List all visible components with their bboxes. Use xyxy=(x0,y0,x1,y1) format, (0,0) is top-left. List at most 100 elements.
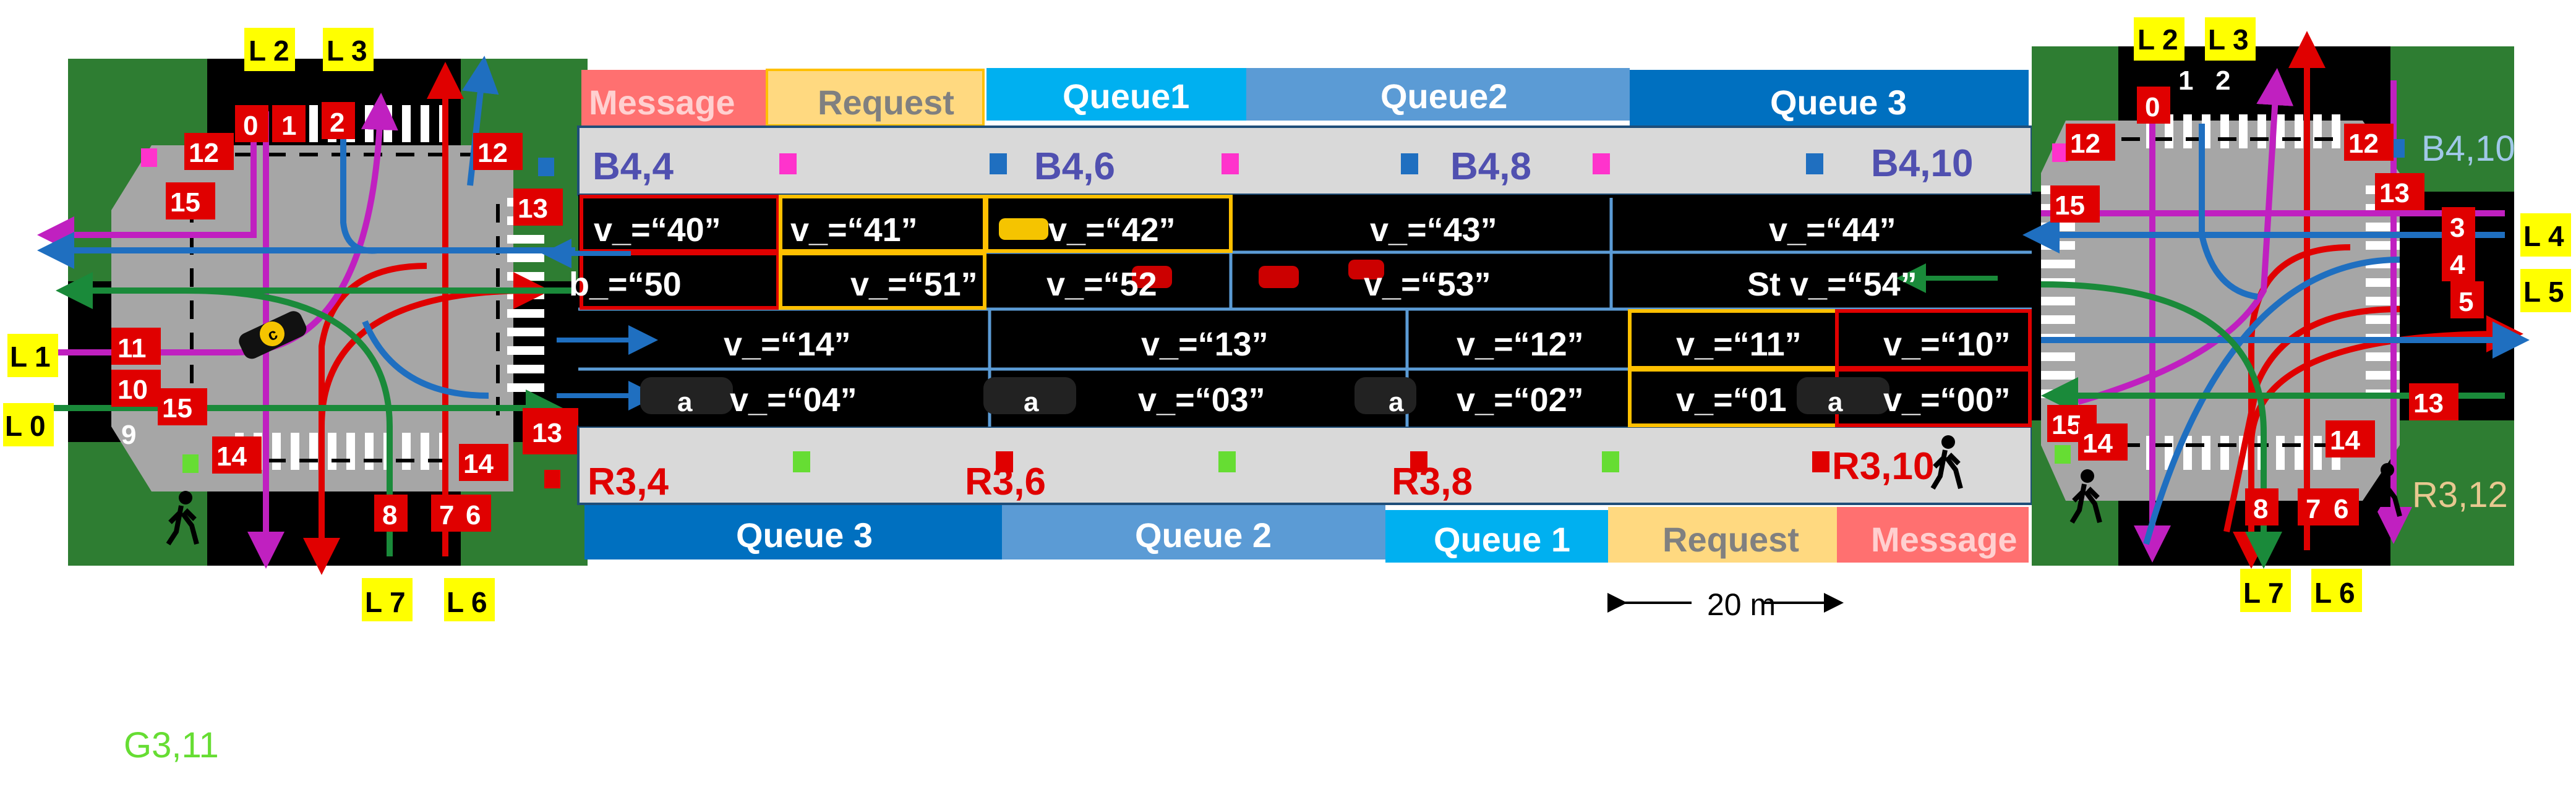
header-message-right xyxy=(1837,507,2029,563)
lane-cell-label: v_=“42” xyxy=(1048,211,1176,249)
left-red-numbers: 0 1 2 12 12 15 13 11 10 15 14 14 8 7 6 1… xyxy=(111,102,581,532)
vehicle-a-label: a xyxy=(1024,387,1039,417)
phase-number: 6 xyxy=(466,500,481,530)
header-queue3-right xyxy=(584,504,1002,559)
yellow-label: L 2 xyxy=(2137,23,2178,56)
phase-number: 0 xyxy=(243,111,258,141)
lane-cell-label: v_=“53” xyxy=(1364,266,1491,303)
lane-cell-label: v_=“13” xyxy=(1141,326,1269,363)
phase-number: 12 xyxy=(2070,129,2100,159)
yellow-label: L 1 xyxy=(10,341,51,373)
header-queue2-left xyxy=(1246,68,1630,121)
lane-cell-label: St v_=“54” xyxy=(1747,266,1917,303)
lane-cell-label: v_=“52 xyxy=(1046,266,1157,303)
phase-number: 14 xyxy=(2330,425,2360,456)
phase-number: 12 xyxy=(189,138,219,168)
header-queue3-left xyxy=(1630,70,2029,125)
phase-number: 13 xyxy=(518,194,548,224)
yellow-label: L 7 xyxy=(2243,577,2284,609)
lane-cell-label: v_=“51” xyxy=(850,266,978,303)
vehicle-c: c xyxy=(239,311,307,359)
header-queue1-label: Queue1 xyxy=(1063,77,1189,116)
phase-number: 3 xyxy=(2450,213,2465,243)
vehicle-a-label: a xyxy=(1389,387,1404,417)
header-queue1-left xyxy=(986,68,1246,121)
yellow-label: L 3 xyxy=(2208,23,2249,56)
green-detector-label: G3,11 xyxy=(124,725,219,765)
header-message-left xyxy=(581,70,767,125)
yellow-label: L 6 xyxy=(447,586,487,618)
lane-cell-label: b_=“50 xyxy=(569,266,682,303)
vehicle-a-label: a xyxy=(677,387,693,417)
phase-number: 13 xyxy=(532,418,562,448)
phase-number: 8 xyxy=(382,500,397,530)
lane-cell-label: v_=“43” xyxy=(1370,211,1497,249)
right-intersection xyxy=(2022,31,2530,569)
vehicle-a-group xyxy=(640,377,1889,414)
detector-red-label: R3,12 xyxy=(2412,475,2508,515)
phase-number: 8 xyxy=(2253,494,2268,524)
phase-number: 11 xyxy=(118,333,147,364)
detector-red-label: R3,8 xyxy=(1392,461,1473,503)
phase-number: 5 xyxy=(2458,287,2473,317)
phase-number: 7 xyxy=(2306,494,2321,524)
vehicle-a-label: a xyxy=(1828,387,1843,417)
phase-number: 12 xyxy=(477,138,508,168)
phase-number: 15 xyxy=(2055,190,2085,221)
lane-cell-label: v_=“10” xyxy=(1883,326,2011,363)
movement-arrows-left xyxy=(36,56,575,575)
detector-blue-label: B4,10 xyxy=(1871,142,1973,185)
pedestrian-icon xyxy=(1930,435,1963,490)
sidewalk-south xyxy=(577,425,2033,505)
phase-number: 14 xyxy=(2082,428,2113,459)
sidewalk-north xyxy=(577,125,2033,196)
yellow-label: L 3 xyxy=(327,35,367,67)
lane-cell-label: v_=“04” xyxy=(730,381,857,419)
header-request-right xyxy=(1608,507,1837,563)
phase-number-plain: 9 xyxy=(121,420,136,450)
detector-red-label: R3,4 xyxy=(588,461,669,503)
phase-number: 15 xyxy=(170,187,200,218)
header-message-label: Message xyxy=(589,83,735,122)
signal-green xyxy=(182,454,199,473)
lane-cell-label: v_=“00” xyxy=(1883,381,2011,419)
yellow-label: L 7 xyxy=(365,586,406,618)
detector-red-label: R3,10 xyxy=(1832,445,1934,488)
phase-number: 7 xyxy=(439,500,454,530)
lane-cell-label: v_=“41” xyxy=(790,211,918,249)
yellow-label: L 4 xyxy=(2523,220,2564,252)
yellow-label: L 5 xyxy=(2523,276,2564,308)
signal-magenta xyxy=(141,148,157,167)
detector-blue-label: B4,8 xyxy=(1450,145,1531,188)
signal-blue xyxy=(538,158,554,176)
phase-number: 2 xyxy=(330,108,344,138)
header-request-label: Request xyxy=(818,83,954,122)
phase-number-plain: 2 xyxy=(2215,66,2230,96)
phase-number: 10 xyxy=(118,375,148,405)
lane-cell-label: v_=“11” xyxy=(1676,326,1802,363)
header-queue3-label: Queue 3 xyxy=(1770,83,1907,122)
phase-number-plain: 1 xyxy=(2178,66,2193,96)
header-queue2-label: Queue 2 xyxy=(1135,516,1272,555)
phase-number: 0 xyxy=(2145,92,2160,122)
center-corridor: a a a a xyxy=(542,68,2033,563)
lane-cell-label: v_=“03” xyxy=(1138,381,1265,419)
yellow-label: L 2 xyxy=(249,35,289,67)
phase-number: 15 xyxy=(162,393,192,423)
header-queue1-right xyxy=(1385,510,1608,563)
signal-red xyxy=(544,470,560,488)
detector-blue-label: B4,10 xyxy=(2421,129,2515,169)
scale-bar: 20 m xyxy=(1607,587,1844,622)
lane-cell-label: v_=“44” xyxy=(1769,211,1896,249)
lane-cell-label: v_=“01 xyxy=(1676,381,1787,419)
detector-blue-label: B4,4 xyxy=(593,145,674,188)
detector-red-label: R3,6 xyxy=(965,461,1046,503)
detector-blue-label: B4,6 xyxy=(1034,145,1115,188)
phase-number: 4 xyxy=(2450,250,2465,280)
phase-number: 15 xyxy=(2052,410,2082,440)
header-message-label: Message xyxy=(1871,520,2018,559)
header-queue2-right xyxy=(1002,504,1385,559)
yellow-label: L 6 xyxy=(2314,577,2355,609)
phase-number: 13 xyxy=(2413,388,2444,419)
